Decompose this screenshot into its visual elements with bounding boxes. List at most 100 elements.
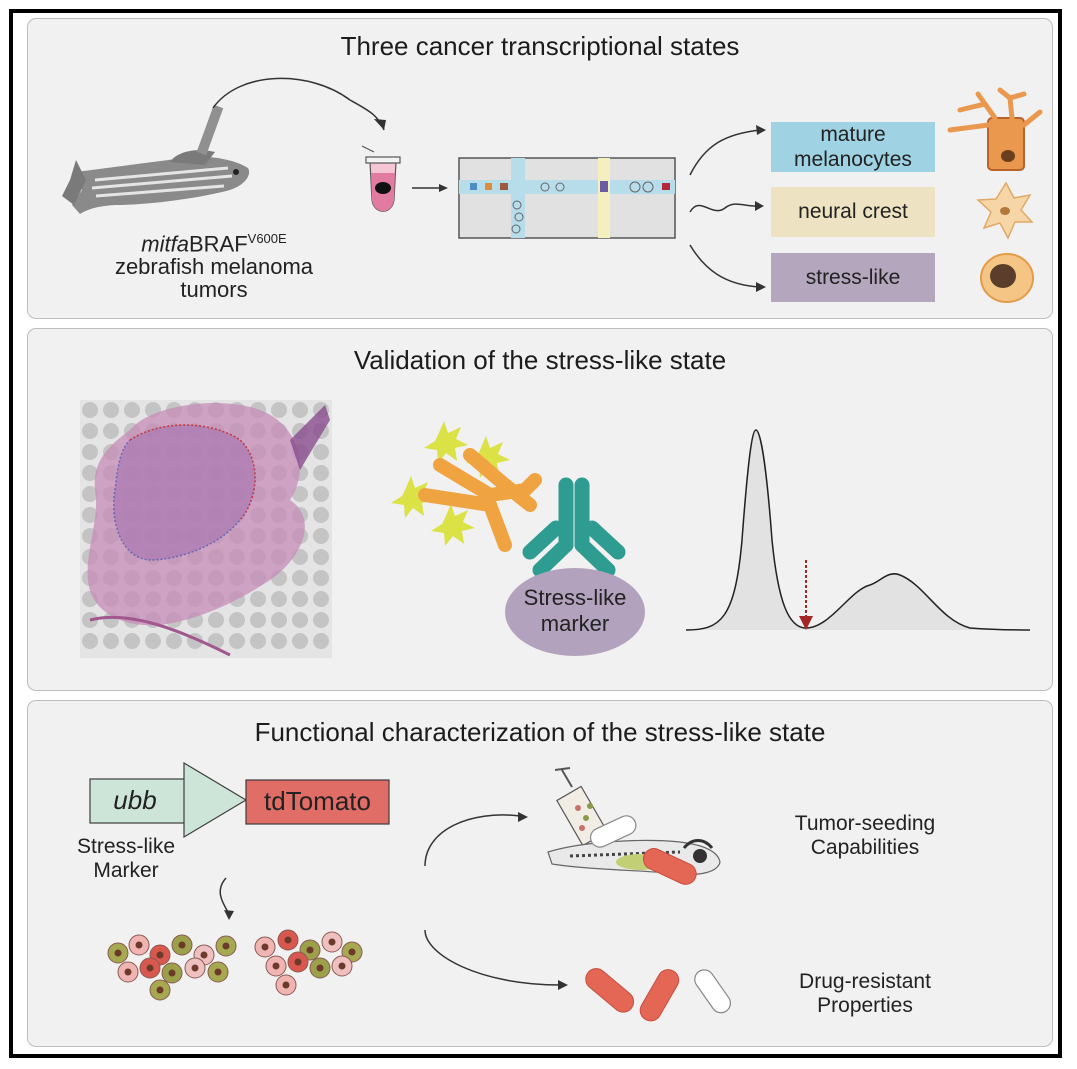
state-stress-like: stress-like [771,253,935,302]
capture-spot [313,549,329,565]
zebrafish-icon [62,77,351,214]
state-mature-melanocytes: mature melanocytes [771,122,935,172]
cell-nucleus [261,943,269,951]
cell-nucleus [328,938,336,946]
capture-spot [271,612,287,628]
capture-spot [292,633,308,649]
capture-spot [82,423,98,439]
arrow-to-chip-icon [439,184,448,192]
capture-spot [313,444,329,460]
capture-spot [124,633,140,649]
bimodal-density-plot [685,429,1031,631]
capture-spot [292,486,308,502]
capture-spot [271,402,287,418]
fish-label-line3: tumors [180,277,248,302]
reporter-cell-population [107,929,363,1001]
capture-spot [250,633,266,649]
capture-spot [271,591,287,607]
cell-nucleus [282,981,290,989]
neural-crest-cell-icon [976,181,1034,240]
fish-genotype-mutation: V600E [247,231,287,246]
outcome-tumor-seeding: Tumor-seeding Capabilities [794,812,936,860]
capture-spot [313,591,329,607]
cell-nucleus [284,936,292,944]
cell-nucleus [156,986,164,994]
capture-spot [292,591,308,607]
cell-nucleus [191,964,199,972]
cell-nucleus [316,964,324,972]
cell-nucleus [214,968,222,976]
stress-like-marker-antigen [505,568,645,656]
panel1-title: Three cancer transcriptional states [340,31,740,61]
fish-label-line2: zebrafish melanoma [114,254,314,279]
reporter-box [245,779,390,825]
state-neural-crest: neural crest [771,187,935,237]
capture-spot [103,423,119,439]
reporter-label: tdTomato [264,786,371,817]
cell-nucleus [200,951,208,959]
marker-antibody-icon [522,477,626,578]
capture-spot [82,633,98,649]
capture-spot [229,633,245,649]
spatial-tissue-section-icon [80,400,332,658]
cell-nucleus [124,968,132,976]
threshold-arrow-icon [799,616,813,630]
dissociation-tube-icon [361,145,401,212]
labeled-antibody-icon [391,421,542,552]
stress-like-cell-icon [980,253,1034,303]
capture-spot [208,612,224,628]
promoter-label: ubb [113,785,157,816]
capture-spot [271,633,287,649]
cell-nucleus [114,949,122,957]
capture-spot [313,507,329,523]
marker-label: Stress-like Marker [76,835,176,883]
capture-spot [250,591,266,607]
cell-nucleus [338,962,346,970]
cell-nucleus [348,948,356,956]
capture-spot [292,402,308,418]
fish-genotype-gene: BRAF [188,231,248,257]
capture-spot [313,486,329,502]
cell-nucleus [168,969,176,977]
cell-nucleus [306,946,314,954]
drug-pills-icon [585,815,732,1022]
arrow-to-xenograft-icon [518,812,528,822]
capture-spot [166,633,182,649]
arrow-to-stress-icon [756,282,766,292]
capture-spot [145,633,161,649]
capture-spot [229,612,245,628]
cell-nucleus [146,964,154,972]
capture-spot [292,612,308,628]
capture-spot [313,465,329,481]
capture-spot [82,402,98,418]
promoter-arrow-icon [183,761,248,839]
arrow-to-mature-icon [756,125,766,135]
promoter-box [89,778,191,824]
capture-spot [313,612,329,628]
capture-spot [82,507,98,523]
cell-nucleus [156,951,164,959]
arrow-to-drugs-icon [558,980,568,990]
capture-spot [313,633,329,649]
capture-spot [292,570,308,586]
cell-nucleus [294,958,302,966]
cell-nucleus [222,942,230,950]
capture-spot [313,570,329,586]
cell-nucleus [178,941,186,949]
antigen-label: Stress-like marker [523,585,627,637]
panel3-title: Functional characterization of the stres… [254,717,826,747]
capture-spot [103,402,119,418]
capture-spot [124,402,140,418]
capture-spot [82,486,98,502]
panel2-title: Validation of the stress-like state [353,345,727,375]
outcome-drug-resistance: Drug-resistant Properties [799,970,931,1018]
fish-genotype-italic: mitfa [141,231,189,257]
capture-spot [313,528,329,544]
arrow-to-neural-icon [755,201,764,211]
microfluidic-chip-icon [458,157,676,239]
capture-spot [103,633,119,649]
melanocyte-cell-icon [947,87,1043,171]
